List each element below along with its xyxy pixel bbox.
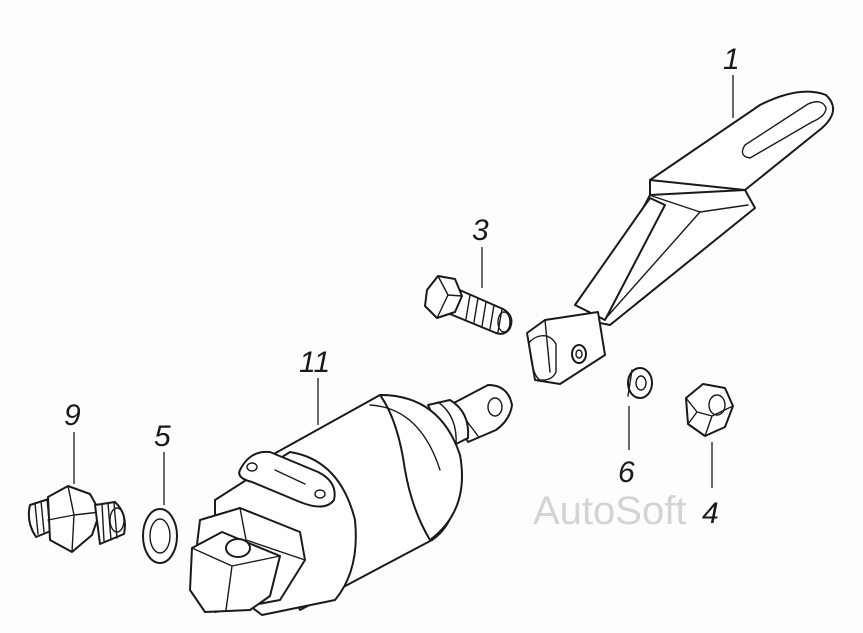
callout-4: 4 — [702, 497, 719, 530]
callout-3: 3 — [472, 214, 489, 247]
callout-5: 5 — [154, 420, 171, 453]
callout-1: 1 — [723, 43, 740, 76]
watermark: AutoSoft — [533, 489, 686, 533]
bolt-part — [424, 275, 513, 335]
washer-part — [142, 508, 178, 564]
union-fitting-part — [27, 485, 126, 553]
callout-6: 6 — [618, 456, 635, 489]
callout-9: 9 — [64, 399, 81, 432]
cylinder-part — [189, 384, 513, 616]
lever-part — [526, 90, 834, 385]
spring-washer-part — [627, 367, 653, 399]
nut-part — [685, 383, 734, 437]
callout-11: 11 — [299, 346, 330, 379]
